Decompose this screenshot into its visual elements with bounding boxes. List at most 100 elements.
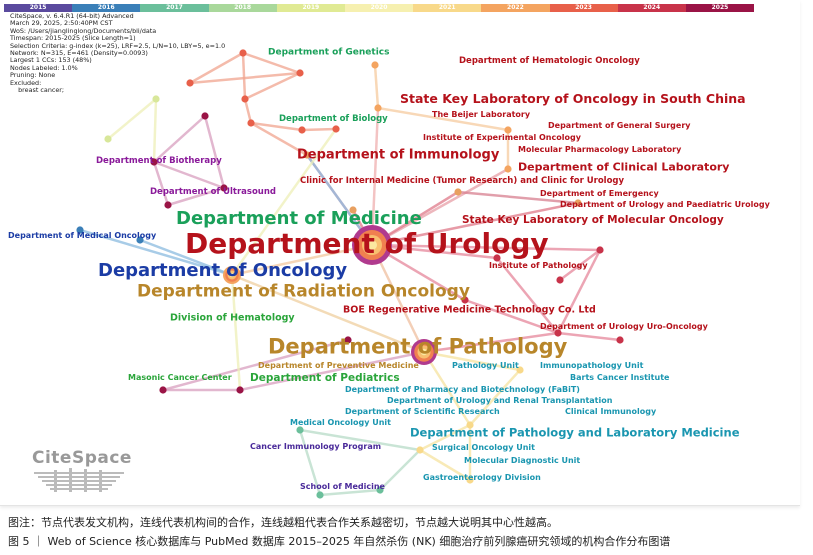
collaboration-edge	[379, 449, 421, 491]
collaboration-edge	[423, 350, 521, 372]
citespace-metadata: CiteSpace, v. 6.4.R1 (64-bit) Advanced M…	[10, 12, 225, 94]
node-label: Molecular Diagnostic Unit	[464, 456, 581, 465]
collaboration-edge	[244, 71, 301, 101]
node-label: Masonic Cancer Center	[128, 373, 232, 382]
meta-line: Excluded:	[10, 78, 42, 87]
meta-line: CiteSpace, v. 6.4.R1 (64-bit) Advanced	[10, 12, 134, 20]
institution-node	[247, 119, 255, 127]
collaboration-edge	[167, 186, 225, 207]
institution-node	[316, 491, 324, 499]
legend-year-2022: 2022	[481, 4, 550, 12]
node-label: Surgical Oncology Unit	[432, 443, 535, 452]
collaboration-edge	[419, 448, 471, 482]
meta-line: Nodes Labeled: 1.0%	[10, 63, 78, 72]
collaboration-edge	[250, 121, 308, 157]
collaboration-edge	[250, 121, 303, 132]
legend-year-2016: 2016	[72, 4, 141, 12]
institution-node	[186, 79, 194, 87]
institution-node	[349, 206, 357, 214]
node-label: Department of Medical Oncology	[8, 231, 157, 240]
collaboration-edge	[107, 98, 157, 140]
collaboration-edge	[457, 190, 579, 205]
collaboration-edge	[496, 257, 559, 334]
collaboration-edge	[371, 201, 579, 247]
legend-year-2015: 2015	[4, 4, 73, 12]
collaboration-edge	[371, 243, 498, 260]
institution-node	[504, 126, 512, 134]
meta-line: WoS: /Users/jianglinglong/Documents/bli/…	[10, 26, 157, 35]
node-label: Department of Medicine	[176, 208, 422, 229]
node-label: Department of Radiation Oncology	[137, 281, 470, 302]
node-label: Gastroenterology Division	[423, 473, 541, 482]
figure-caption: 图注：节点代表发文机构，连线代表机构间的合作，连线越粗代表合作关系越密切，节点越…	[8, 513, 670, 551]
institution-node	[371, 61, 379, 69]
node-label: Department of General Surgery	[548, 121, 691, 130]
caption-note: 图注：节点代表发文机构，连线代表机构间的合作，连线越粗代表合作关系越密切，节点越…	[8, 516, 558, 529]
collaboration-edge	[559, 249, 601, 281]
node-label: Department of Scientific Research	[345, 407, 500, 416]
institution-node	[236, 386, 244, 394]
institution-node	[466, 421, 474, 429]
collaboration-edge	[423, 331, 559, 354]
institution-node	[556, 276, 564, 284]
collaboration-edge	[469, 369, 521, 426]
collaboration-edge	[373, 64, 380, 109]
node-label: Department of Preventive Medicine	[258, 361, 419, 370]
legend-year-2024: 2024	[617, 4, 686, 12]
institution-node	[164, 201, 172, 209]
institution-node	[296, 69, 304, 77]
collaboration-edge	[162, 338, 349, 392]
node-label: Cancer Immunology Program	[250, 442, 382, 451]
institution-node	[374, 104, 382, 112]
node-label: Department of Urology and Renal Transpla…	[387, 396, 613, 405]
legend-year-2017: 2017	[140, 4, 209, 12]
meta-line: Network: N=315, E=461 (Density=0.0093)	[10, 49, 148, 58]
collaboration-edge	[203, 115, 226, 189]
institution-node	[298, 126, 306, 134]
network-graph	[76, 49, 624, 499]
collaboration-edge	[239, 350, 425, 392]
legend-year-2020: 2020	[344, 4, 414, 12]
collaboration-edge	[242, 51, 301, 75]
institution-node	[150, 158, 158, 166]
institution-node	[220, 184, 228, 192]
logo-text: CiteSpace	[32, 448, 132, 468]
institution-node	[159, 386, 167, 394]
meta-line: Largest 1 CCs: 153 (48%)	[10, 56, 92, 65]
institution-node-ring	[420, 348, 428, 356]
meta-line: Timespan: 2015-2025 (Slice Length=1)	[10, 34, 136, 43]
collaboration-edge	[230, 274, 242, 391]
node-label: The Beijer Laboratory	[432, 110, 531, 119]
node-label: Department of Ultrasound	[150, 186, 276, 197]
collaboration-edge	[230, 128, 338, 276]
collaboration-edge	[79, 228, 233, 277]
collaboration-edge	[422, 351, 472, 426]
collaboration-edge	[243, 98, 253, 124]
institution-node	[104, 135, 112, 143]
node-label: State Key Laboratory of Molecular Oncolo…	[462, 213, 724, 226]
collaboration-edge	[299, 428, 421, 452]
legend-year-2025: 2025	[685, 4, 755, 12]
collaboration-edge	[139, 238, 233, 277]
institution-node	[241, 95, 249, 103]
node-label: Department of Oncology	[98, 260, 348, 281]
meta-line: Pruning: None	[10, 71, 56, 80]
institution-node	[516, 366, 524, 374]
node-label: Institute of Pathology	[489, 261, 588, 270]
node-label: Institute of Experimental Oncology	[423, 133, 581, 142]
node-label: State Key Laboratory of Oncology in Sout…	[400, 90, 746, 106]
institution-node	[344, 336, 352, 344]
node-label: Department of Biotherapy	[96, 155, 222, 166]
node-label: Department of Biology	[279, 113, 388, 124]
institution-node	[454, 188, 462, 196]
collaboration-edge	[377, 106, 509, 132]
node-label: Division of Hematology	[170, 312, 295, 324]
node-label: Clinical Immunology	[565, 407, 657, 416]
institution-node	[504, 165, 512, 173]
institution-node	[152, 95, 160, 103]
collaboration-edge	[557, 331, 621, 342]
collaboration-edge	[241, 52, 247, 100]
legend-year-2019: 2019	[276, 4, 345, 12]
institution-node	[596, 246, 604, 254]
